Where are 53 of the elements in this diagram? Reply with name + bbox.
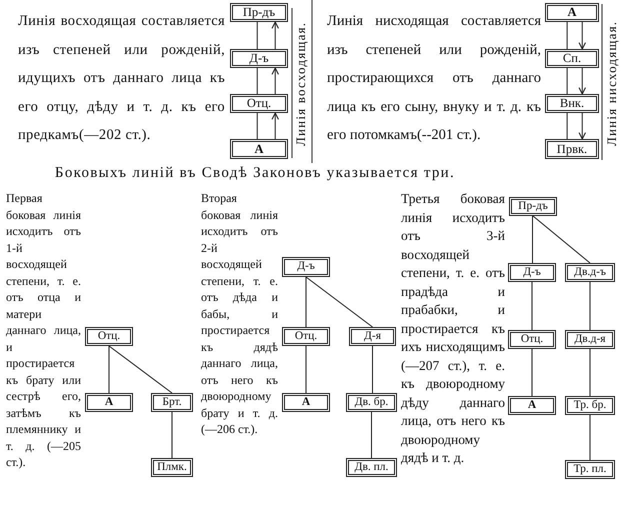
connector-line [306,276,373,328]
connector-line [256,112,258,140]
kinship-box: Дв. пл. [346,458,397,477]
connector-line [108,346,110,394]
kinship-box: А [230,139,288,159]
arrow [272,67,279,94]
kinship-box: Д-я [349,327,396,346]
connector-line [566,22,568,50]
paragraph: Первая боковая линія исходитъ отъ 1-й восходящей степени, т. е. отъ отца и матери даннаго лица, и простирается къ брату или сестрѣ его, затѣмъ къ племяннику и т. д. (—205 ст.). [6,190,81,470]
vertical-label: Линія нисходящая. [605,19,620,148]
kinship-box: Дв.д-я [565,330,615,349]
kinship-box: Д-ъ [230,49,288,68]
kinship-box: Тр. пл. [565,460,615,479]
connector-line [372,346,373,394]
kinship-box: Плмк. [151,458,193,477]
kinship-box: А [85,393,133,412]
arrow [272,112,279,140]
paragraph: Линія нисходящая составляется изъ степеней или рожденій, простирающихся отъ даннаго лица къ его сыну, внуку и т. д. къ его потомкамъ(--201 ст.). [327,12,541,145]
connector-line [566,112,568,140]
paragraph: Третья боковая линія исходитъ отъ 3-й восходящей степени, т. е. отъ прадѣда и прабабки, и простирается къ ихъ нисходящимъ (—207 ст.), т. е. къ двоюродному дѣду даннаго лица, отъ него къ двоюродному дядѣ и т. д. [401,190,505,467]
connector-line [532,216,590,264]
kinship-box: Пр-дъ [230,3,288,22]
connector-line [256,22,258,50]
kinship-box: Внк. [545,94,599,113]
paragraph: Линія восходящая составляется изъ степеней или рожденій, идущихъ отъ даннаго лица къ его отцу, дѣду и т. д. къ его предкамъ(—202 ст.). [18,12,225,145]
heading: Боковыхъ линій въ Сводѣ Законовъ указывается три. [54,165,456,182]
vertical-label: Линія восходящая. [294,20,309,148]
kinship-box: А [545,3,599,22]
kinship-box: Брт. [151,393,193,412]
connector-line [256,68,258,94]
kinship-box: Д-ъ [282,257,330,277]
connector-line [108,346,172,394]
kinship-box: Дв.д-ъ [565,263,615,282]
connector-line [371,412,372,458]
kinship-box: Отц. [85,327,133,346]
paragraph: Вторая боковая линія исходитъ отъ 2-й восходящей степени, т. е. отъ дѣда и бабы, и простирается къ дядѣ даннаго лица, отъ него къ двоюродному брату и т. д. (—206 ст.). [201,190,278,438]
arrow [578,112,586,140]
arrow [272,21,279,50]
arrow [578,68,586,95]
kinship-box: Отц. [282,327,330,346]
kinship-box: Пр-дъ [509,197,557,216]
kinship-box: Отц. [230,94,288,113]
kinship-box: Дв. бр. [346,393,397,412]
kinship-box: А [508,396,556,415]
kinship-box: Сп. [545,49,599,68]
kinship-box: Д-ъ [508,263,556,282]
connector-line [532,216,533,264]
connector-line [566,68,568,94]
kinship-box: Тр. бр. [565,396,615,415]
kinship-box: Отц. [508,330,556,349]
arrow [578,22,586,50]
kinship-box: Првк. [545,139,599,159]
kinship-box: А [282,393,330,412]
